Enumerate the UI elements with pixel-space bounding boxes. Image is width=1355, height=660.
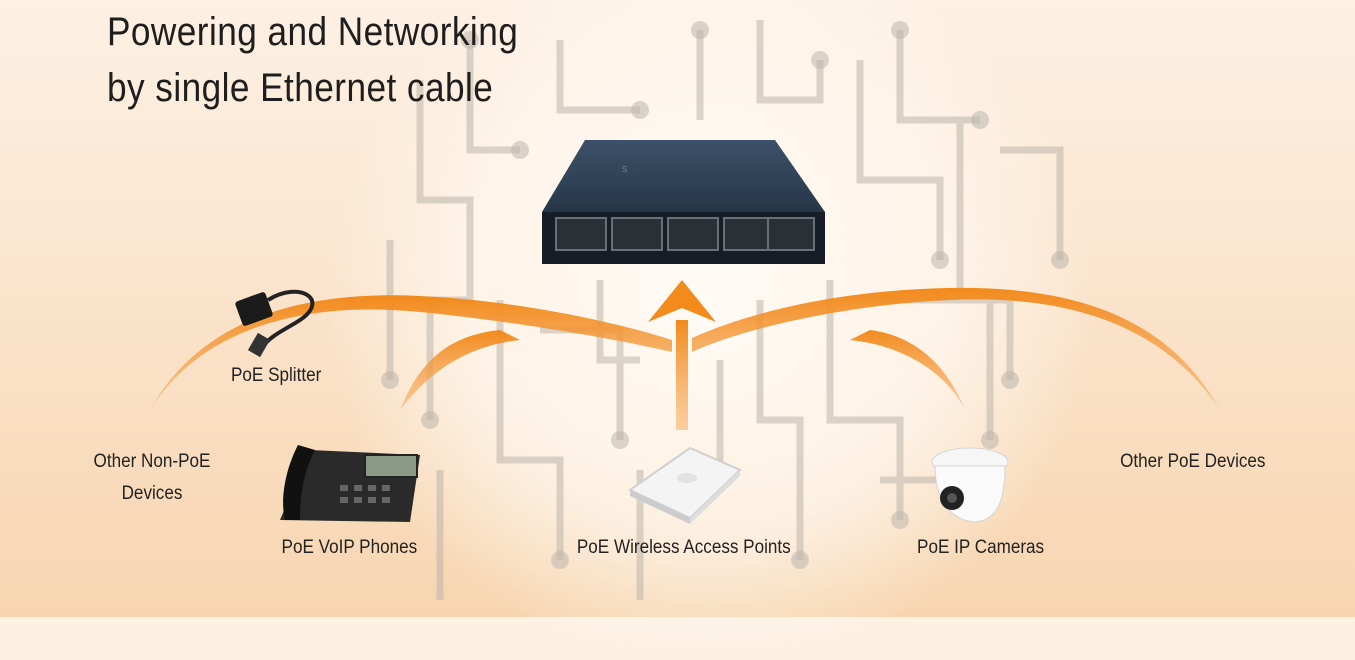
poe-switch-icon: S <box>542 140 825 264</box>
page-title: Powering and Networking by single Ethern… <box>107 4 518 116</box>
arrow-voip-branch <box>400 330 520 410</box>
label-other-non-poe-line1: Other Non-PoE <box>93 451 211 472</box>
svg-text:S: S <box>622 165 627 174</box>
arrowhead-up <box>648 280 716 322</box>
connection-arrows <box>150 280 1220 430</box>
label-poe-ip-cameras: PoE IP Cameras <box>917 537 1045 558</box>
label-poe-voip-phones: PoE VoIP Phones <box>281 537 418 558</box>
title-line-2: by single Ethernet cable <box>107 66 494 110</box>
wireless-access-point-icon <box>628 446 742 524</box>
arrow-center-shaft <box>676 320 688 430</box>
poe-splitter-icon <box>235 289 315 358</box>
arrow-left-arc <box>150 295 672 410</box>
circuit-pads <box>381 21 1069 569</box>
label-other-non-poe-line2: Devices <box>121 483 183 504</box>
voip-phone-icon <box>280 445 420 522</box>
diagram-canvas: S <box>150 20 1220 600</box>
arrow-camera-branch <box>850 330 965 410</box>
label-other-non-poe: Other Non-PoE Devices <box>89 446 215 510</box>
background-glow <box>330 0 1090 660</box>
label-poe-splitter: PoE Splitter <box>231 365 322 386</box>
label-other-poe-devices: Other PoE Devices <box>1120 451 1266 472</box>
ip-camera-icon <box>931 447 1009 523</box>
title-line-1: Powering and Networking <box>107 10 519 54</box>
label-poe-wireless-access-points: PoE Wireless Access Points <box>576 537 791 558</box>
